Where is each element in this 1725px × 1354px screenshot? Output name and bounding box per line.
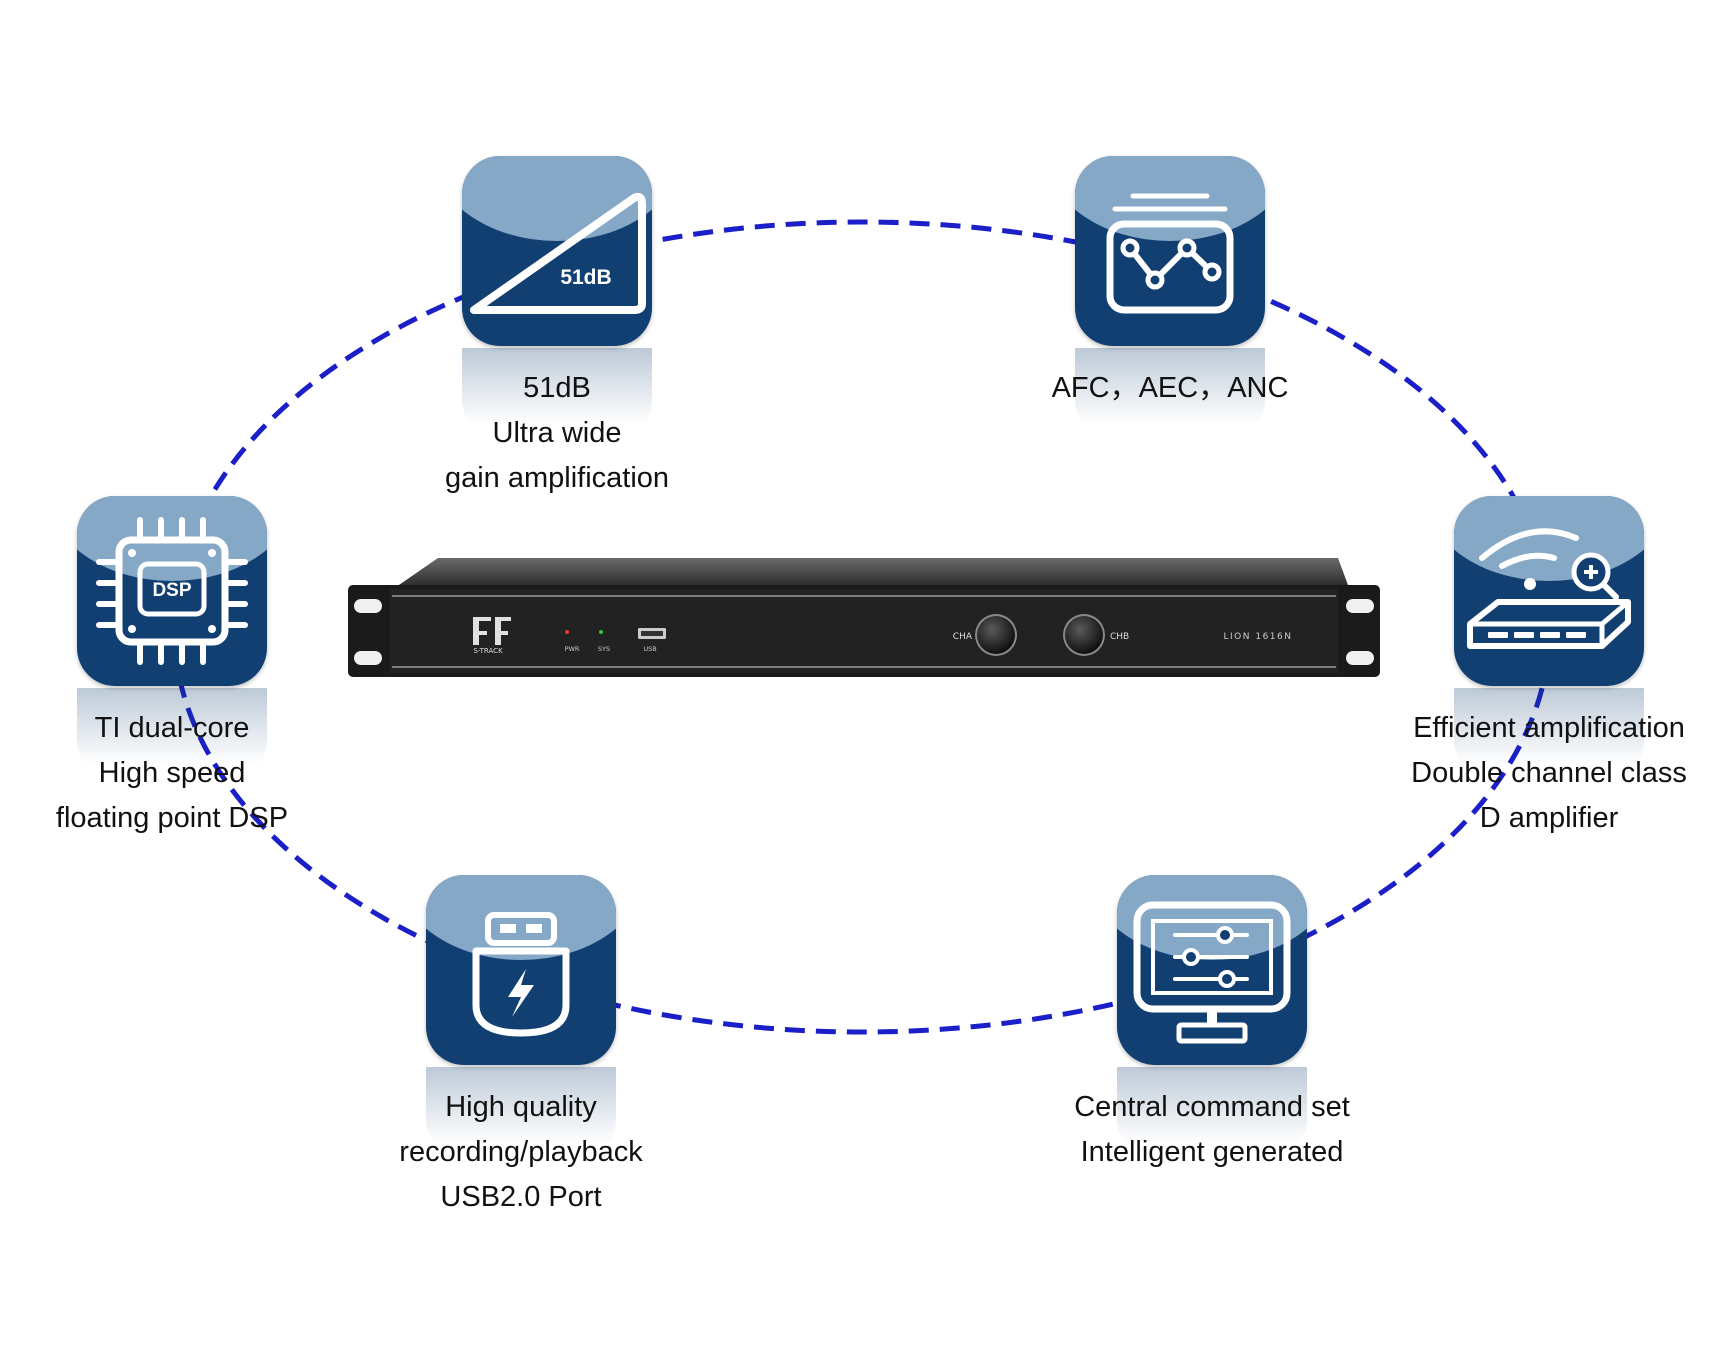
channel-b-knob[interactable]: [1065, 616, 1103, 654]
device-brand: S-TRACK: [473, 647, 503, 655]
gain-triangle-icon: 51dB: [470, 192, 646, 314]
channel-a-knob[interactable]: [977, 616, 1015, 654]
feature-caption: High quality recording/playback USB2.0 P…: [399, 1091, 643, 1213]
feature-tile: 51dB: [462, 156, 652, 346]
feature-tile: DSP: [77, 496, 267, 686]
feature-tile: [1454, 496, 1644, 686]
feature-tile: [1075, 156, 1265, 346]
monitor-sliders-icon: [1133, 901, 1291, 1044]
amplifier-device: S-TRACK PWR SYS USB CHA CHB LION 1616N: [348, 555, 1380, 681]
channel-a-label: CHA: [953, 632, 973, 642]
feature-caption: 51dB Ultra wide gain amplification: [444, 372, 670, 494]
signal-graph-icon: [1106, 193, 1234, 314]
brand-logo-icon: [473, 617, 511, 645]
gain-badge: 51dB: [560, 266, 611, 289]
channel-b-label: CHB: [1110, 632, 1129, 642]
feature-caption: Efficient amplification Double channel c…: [1411, 712, 1687, 834]
indicator-label: PWR: [565, 645, 580, 653]
indicator-label: USB: [643, 645, 656, 653]
amplifier-router-icon: [1467, 528, 1631, 649]
dsp-badge: DSP: [152, 580, 191, 601]
feature-caption: TI dual-core High speed floating point D…: [55, 712, 289, 834]
device-model: LION 1616N: [1224, 632, 1293, 642]
indicator-label: SYS: [598, 645, 610, 653]
usb-drive-icon: [472, 912, 570, 1037]
feature-caption: AFC，AEC，ANC: [1051, 372, 1289, 404]
dsp-chip-icon: DSP: [96, 517, 248, 665]
feature-tile: [1117, 875, 1307, 1065]
feature-tile: [426, 875, 616, 1065]
feature-caption: Central command set Intelligent generate…: [1074, 1091, 1350, 1168]
